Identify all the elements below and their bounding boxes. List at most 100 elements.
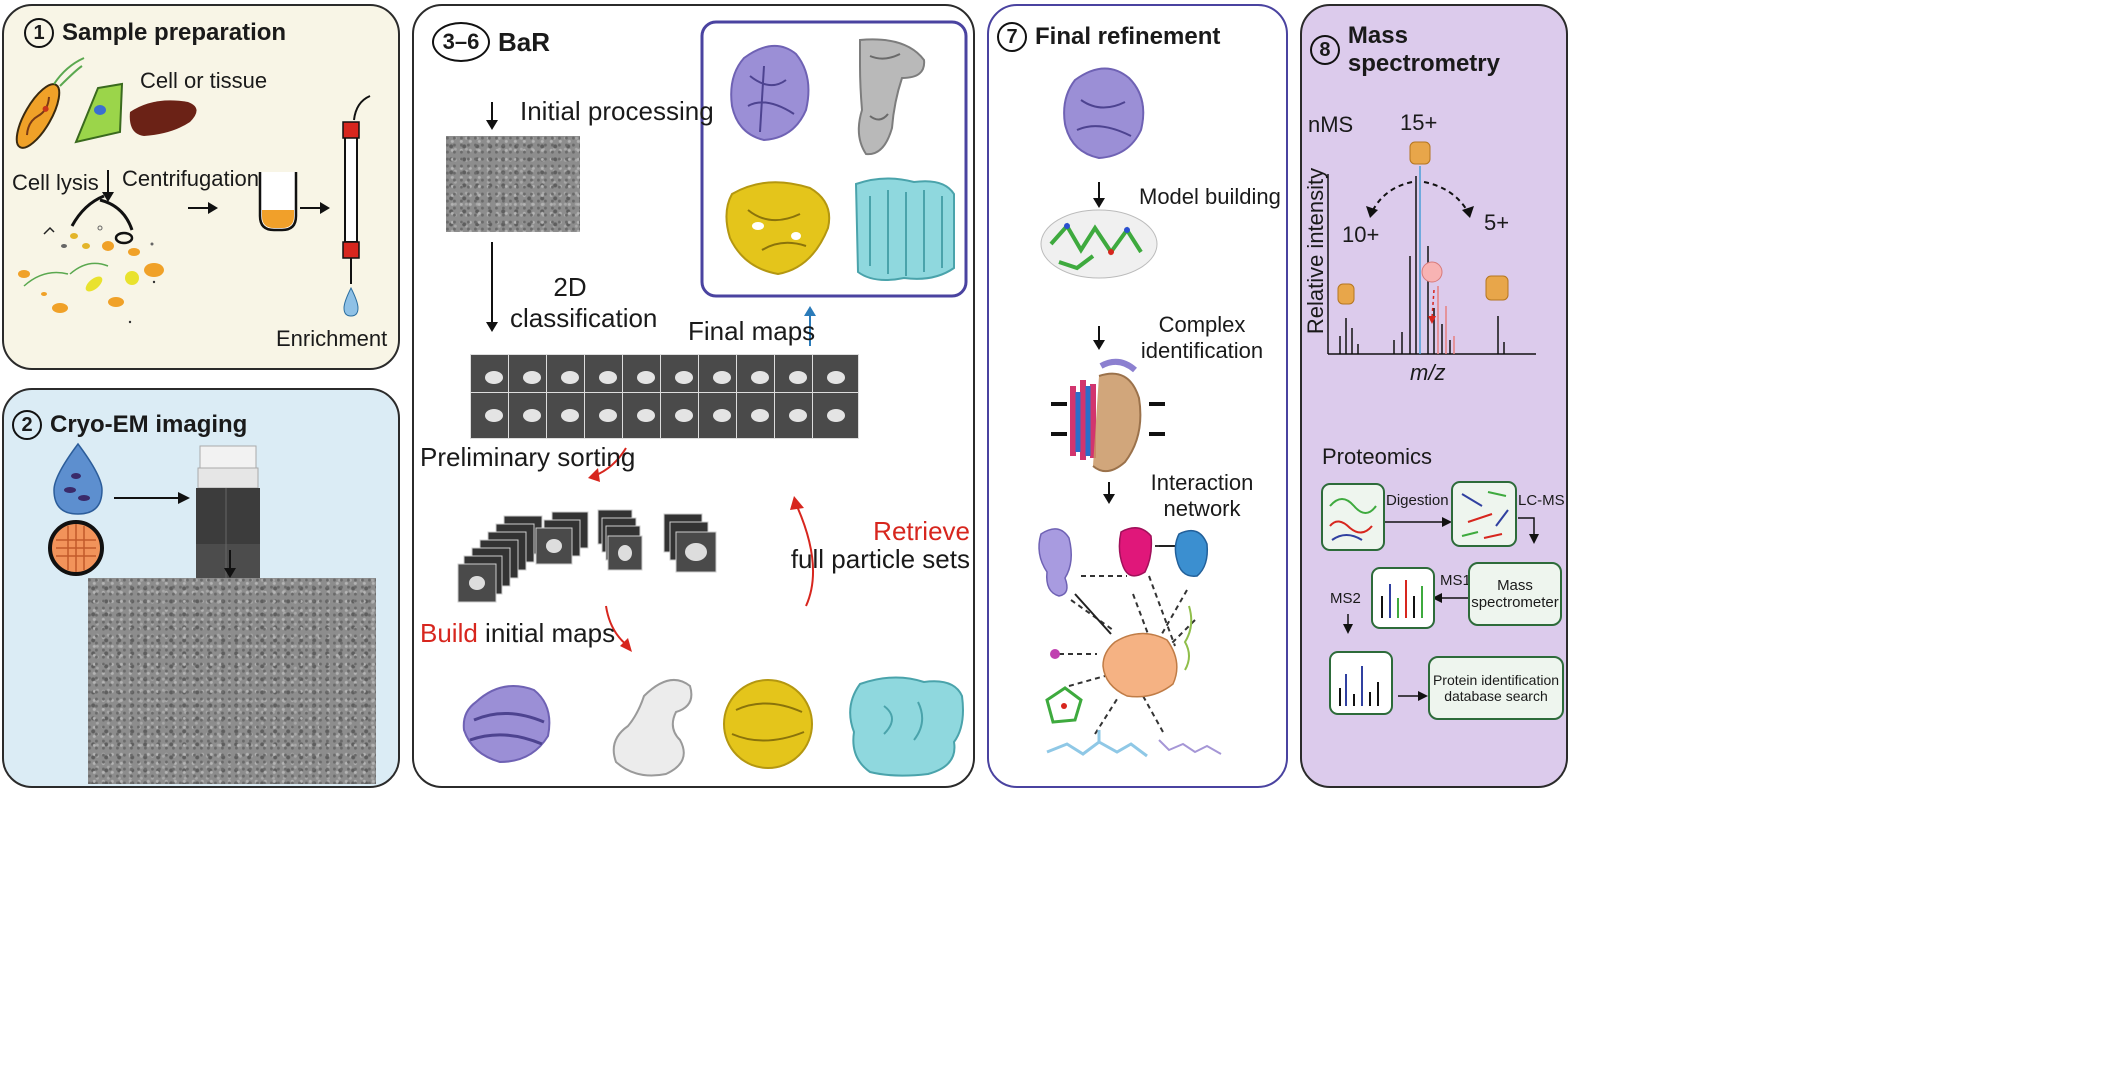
node-blue-protein — [1174, 529, 1209, 577]
final-map-cyan — [854, 177, 955, 281]
ms2-label: MS2 — [1330, 590, 1361, 607]
bacterium-icon — [15, 83, 61, 149]
build-initial-maps-label: Build initial maps — [420, 618, 615, 649]
protein-id-line1: Protein identification — [1432, 672, 1560, 688]
enrichment-column-icon — [342, 95, 371, 317]
protein-complex-icon — [1337, 141, 1509, 305]
digestion-label: Digestion — [1386, 492, 1449, 509]
em-grid-icon — [48, 520, 104, 576]
panel-title: 1 Sample preparation — [24, 18, 286, 48]
charge-15-label: 15+ — [1400, 110, 1438, 135]
red-arrow-icon — [620, 638, 632, 652]
classification-2d-line2: classification — [510, 303, 658, 333]
panel-sample-preparation: 1 Sample preparation — [2, 4, 400, 370]
panel-title-text: Mass spectrometry — [1347, 22, 1500, 77]
sample-droplet-icon — [53, 442, 103, 515]
panel-title: 2 Cryo-EM imaging — [12, 410, 247, 440]
cell-lysis-label: Cell lysis — [12, 170, 99, 195]
tissue-icon — [129, 100, 197, 136]
retrieve-word: Retrieve — [873, 516, 970, 546]
x-axis-label: m/z — [1410, 360, 1446, 385]
classification-2d-label: 2D classification — [510, 272, 658, 334]
complex-line1: Complex — [1158, 312, 1246, 337]
red-arrow-icon — [790, 496, 804, 510]
panel-title: 7 Final refinement — [997, 22, 1220, 52]
retrieve-rest: full particle sets — [790, 544, 970, 574]
microscope-icon — [196, 445, 260, 586]
interaction-line2: network — [1163, 496, 1241, 521]
interaction-network-label: Interaction network — [1127, 470, 1277, 522]
step-number-badge: 8 — [1310, 35, 1340, 65]
complex-identification-label: Complex identification — [1127, 312, 1277, 364]
build-rest: initial maps — [477, 618, 616, 648]
step-number-badge: 2 — [12, 410, 42, 440]
interaction-line1: Interaction — [1150, 470, 1254, 495]
initial-map-cyan — [849, 676, 964, 777]
node-magenta-protein — [1118, 527, 1153, 577]
y-axis-label: Relative intensity — [1303, 167, 1328, 335]
refined-map-purple — [1063, 67, 1145, 160]
initial-map-grey — [612, 678, 693, 777]
panel-title: 8 Mass spectrometry — [1310, 22, 1566, 78]
node-heme-ligand — [1045, 686, 1083, 724]
panel-final-refinement: 7 Final refinement — [987, 4, 1288, 788]
complex-structure-icon — [1051, 358, 1165, 473]
particle-stack — [535, 511, 589, 565]
final-map-grey — [857, 38, 926, 156]
complex-line2: identification — [1140, 338, 1264, 363]
micrograph-image — [88, 578, 376, 784]
mass-spec-line2: spectrometer — [1471, 594, 1559, 611]
class-average — [812, 392, 859, 439]
panel-title-text: BaR — [498, 26, 551, 57]
final-maps-frame — [700, 20, 968, 298]
ms1-label: MS1 — [1440, 572, 1471, 589]
lysate-particles — [18, 225, 164, 324]
final-map-yellow — [725, 181, 831, 276]
lcms-label: LC-MS — [1518, 492, 1565, 509]
centrifugation-label: Centrifugation — [122, 166, 259, 191]
atomic-model-icon — [1040, 209, 1158, 279]
step-number-badge: 1 — [24, 18, 54, 48]
node-purple-protein — [1038, 528, 1072, 597]
preliminary-sorting-label: Preliminary sorting — [420, 442, 636, 472]
mass-spec-illustration — [1321, 141, 1539, 715]
protein-mixture-box — [1321, 483, 1385, 551]
initial-map-yellow — [723, 679, 813, 769]
protein-identification-box: Protein identification database search — [1428, 656, 1564, 720]
panel-cryo-em-imaging: 2 Cryo-EM imaging — [2, 388, 400, 788]
classification-2d-line1: 2D — [553, 272, 587, 302]
panel-title-text: Sample preparation — [62, 19, 287, 46]
final-map-purple — [730, 45, 810, 142]
bar-workflow-illustration — [457, 20, 968, 777]
mass-spectrometer-box: Mass spectrometer — [1468, 562, 1562, 626]
panel-bar: 3–6 BaR — [412, 4, 975, 788]
subcomplex-icon — [1421, 261, 1443, 283]
model-building-label: Model building — [1139, 184, 1281, 209]
class-averages-grid — [470, 354, 859, 454]
panel-title-text: Cryo-EM imaging — [50, 411, 248, 438]
red-arrow-icon — [588, 468, 600, 482]
panel-mass-spectrometry: 8 Mass spectrometry — [1300, 4, 1568, 788]
build-word: Build — [420, 618, 478, 648]
node-lipid-chain — [1158, 739, 1222, 755]
node-lipid — [1183, 605, 1193, 671]
particle-stack — [663, 513, 717, 573]
node-orange-protein — [1102, 632, 1178, 698]
initial-map-purple — [462, 685, 551, 764]
mass-spec-line1: Mass — [1497, 577, 1533, 594]
charge-5-label: 5+ — [1484, 210, 1510, 235]
enrichment-label: Enrichment — [276, 326, 388, 351]
micrograph-thumbnail — [446, 136, 580, 232]
nms-label: nMS — [1308, 112, 1354, 137]
protein-id-line2: database search — [1444, 688, 1548, 704]
node-cofactor — [1046, 730, 1148, 758]
cell-or-tissue-label: Cell or tissue — [140, 68, 268, 93]
initial-processing-label: Initial processing — [520, 96, 714, 126]
particle-stack — [597, 509, 643, 571]
final-maps-label: Final maps — [688, 316, 816, 346]
panel-title-text: Final refinement — [1035, 23, 1221, 50]
charge-10-label: 10+ — [1342, 222, 1380, 247]
retrieve-label: Retrieve full particle sets — [791, 516, 970, 574]
step-number-badge: 3–6 — [432, 22, 490, 62]
node-small-ligand — [1050, 649, 1060, 659]
